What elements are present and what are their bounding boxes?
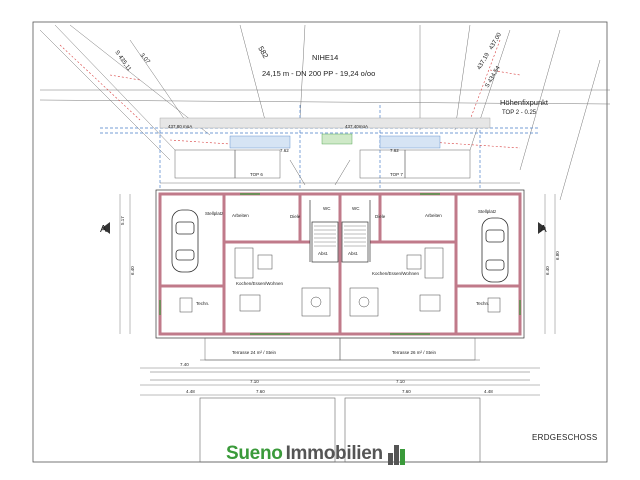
room-kochen-left: Kochen/Essen/Wohnen	[236, 281, 283, 286]
room-diele-right: Diele	[375, 214, 386, 219]
dim-b2: 7.62	[390, 148, 399, 153]
room-wc-right: WC	[352, 206, 360, 211]
access-strip	[159, 117, 491, 129]
property-boundary-blue	[100, 105, 540, 190]
street-label: NIHE14	[312, 53, 338, 62]
logo-sueno: Sueno	[226, 443, 283, 464]
terrace-right: Terrasse 26 m² / Stein	[392, 350, 437, 355]
room-stellplatz-right: Stellplatz	[478, 209, 497, 214]
section-marker-right-icon	[538, 222, 546, 234]
boundary-right-mid: 437,19	[477, 52, 492, 71]
dim-c1: 5.17	[120, 216, 125, 225]
hatch-right	[379, 135, 441, 149]
room-wc-left: WC	[323, 206, 331, 211]
level-left: 437,80 müA	[168, 124, 192, 129]
heightpoint-title: Höhenfixpunkt	[500, 98, 549, 107]
room-stellplatz-left: Stellplatz	[205, 211, 224, 216]
lot-lower	[199, 397, 481, 463]
green-box	[321, 133, 353, 145]
boundary-right-bottom: S 434,54	[485, 65, 503, 89]
porch-outlines	[174, 149, 471, 186]
dim-a2: 4.48	[186, 389, 195, 394]
terrace	[150, 337, 530, 381]
dim-c3: 6.40	[545, 266, 550, 275]
building-walls	[158, 192, 522, 336]
boundary-right-top: 437,00	[489, 32, 504, 51]
level-mid: 437,40müA	[345, 124, 368, 129]
dim-a5: 4.48	[484, 389, 493, 394]
top-left: TOP 6	[250, 172, 263, 177]
dim-a6: 7.60	[256, 389, 265, 394]
dim-a4: 7.10	[396, 379, 405, 384]
top-right: TOP 7	[390, 172, 403, 177]
terrace-left: Terrasse 24 m² / Stein	[232, 350, 277, 355]
furniture	[179, 247, 501, 317]
room-diele-left: Diele	[290, 214, 301, 219]
room-techn-left: Techn.	[196, 301, 209, 306]
heightpoint-value: TOP 2 - 0.25	[502, 110, 537, 116]
boundary-lines	[39, 24, 611, 201]
dimension-lines	[119, 182, 556, 396]
section-label-left: A	[100, 224, 107, 235]
property-boundary-red	[59, 39, 521, 149]
company-logo: Sueno Immobilien	[226, 440, 405, 468]
boundary-left-top: 3.07	[138, 52, 151, 65]
hatch-left	[229, 135, 291, 149]
dim-a1: 7.40	[180, 362, 189, 367]
stairs	[314, 225, 366, 247]
pipe-label: 24,15 m - DN 200 PP - 19,24 o/oo	[262, 69, 375, 78]
dim-a3: 7.10	[250, 379, 259, 384]
floor-label: ERDGESCHOSS	[532, 433, 598, 442]
room-arbeiten-left: Arbeiten	[232, 213, 249, 218]
room-abst-right: Abst.	[348, 251, 358, 256]
logo-immobilien: Immobilien	[285, 443, 384, 464]
room-techn-right: Techn.	[476, 301, 489, 306]
boundary-mid: 582	[256, 45, 270, 60]
room-abst-left: Abst.	[318, 251, 328, 256]
section-marker-left-icon	[102, 222, 110, 234]
dim-c4: 6.80	[555, 251, 560, 260]
dim-c2: 6.40	[130, 266, 135, 275]
dim-b1: 7.62	[280, 148, 289, 153]
dim-a7: 7.60	[402, 389, 411, 394]
room-arbeiten-right: Arbeiten	[425, 213, 442, 218]
car-right	[481, 217, 509, 283]
section-label-right: A	[540, 224, 547, 235]
building-icon	[387, 443, 405, 465]
windows	[159, 193, 521, 335]
room-kochen-right: Kochen/Essen/Wohnen	[372, 271, 419, 276]
car-left	[171, 209, 199, 273]
